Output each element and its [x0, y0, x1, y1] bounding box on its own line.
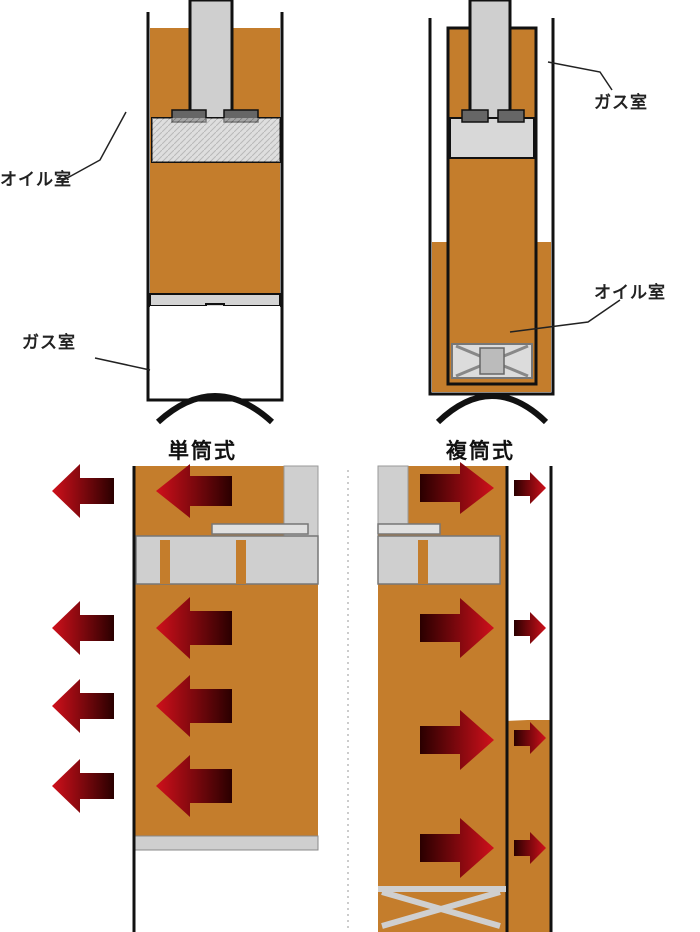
arrow-right-icon [420, 598, 494, 658]
arrow-left-icon [156, 597, 232, 659]
arrow-right-icon [514, 472, 546, 504]
arrow-right-icon [514, 722, 546, 754]
mono-tube-shock: オイル室 ガス室 [0, 0, 284, 425]
arrow-right-icon [514, 832, 546, 864]
arrow-left-icon [156, 755, 232, 817]
arrow-left-icon [52, 601, 114, 655]
arrow-right-icon [420, 462, 494, 514]
twin-pressure-arrows [420, 462, 546, 878]
arrow-left-icon [156, 675, 232, 737]
arrow-left-icon [156, 464, 232, 518]
arrow-left-icon [52, 464, 114, 518]
twin-gas-chamber-label: ガス室 [594, 92, 648, 113]
twin-oil-chamber-label: オイル室 [594, 282, 666, 303]
arrow-right-icon [420, 818, 494, 878]
arrow-left-icon [52, 759, 114, 813]
twin-tube-title: 複筒式 [445, 439, 515, 463]
twin-tube-shock: ガス室 オイル室 [428, 0, 666, 425]
mono-tube-title: 単筒式 [168, 439, 237, 463]
mono-pressure-arrows [52, 464, 232, 817]
mono-oil-chamber-label: オイル室 [0, 169, 72, 190]
mono-gas-chamber-label: ガス室 [22, 332, 76, 353]
arrow-right-icon [514, 612, 546, 644]
arrow-right-icon [420, 710, 494, 770]
arrow-left-icon [52, 679, 114, 733]
